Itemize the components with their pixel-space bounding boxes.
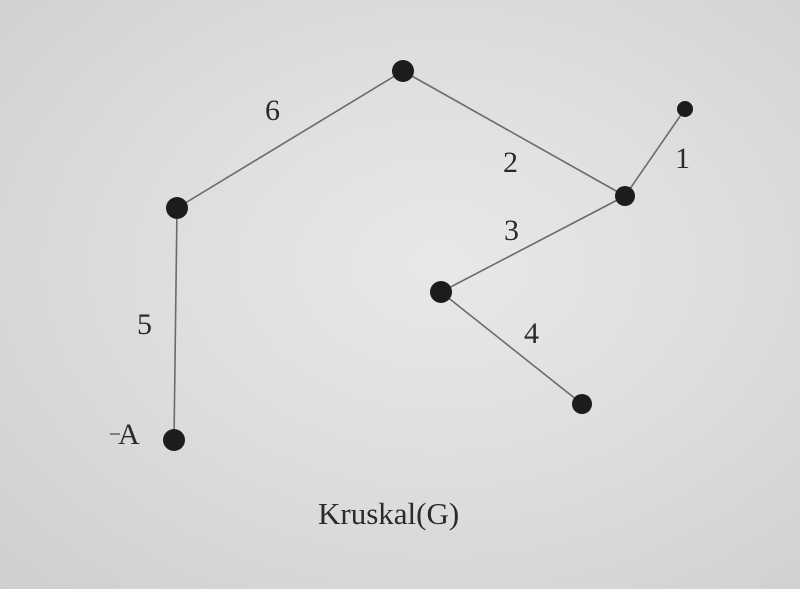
edge-weight-3 — [440, 195, 626, 293]
edge-label-4: 4 — [524, 317, 539, 350]
node-top — [392, 60, 414, 82]
node-left — [166, 197, 188, 219]
edge-label-6: 6 — [265, 94, 280, 127]
edge-weight-4 — [440, 291, 583, 405]
edge-weight-6 — [176, 70, 404, 209]
edge-label-3: 3 — [504, 214, 519, 247]
edge-label-2: 2 — [503, 146, 518, 179]
node-bottom-right — [572, 394, 592, 414]
edge-weight-5 — [173, 207, 178, 441]
node-right-hub — [615, 186, 635, 206]
node-a — [163, 429, 185, 451]
start-node-label: A — [118, 418, 140, 451]
edge-label-1: 1 — [675, 142, 690, 175]
node-far-right — [677, 101, 693, 117]
edge-label-5: 5 — [137, 308, 152, 341]
edge-weight-1 — [624, 108, 686, 197]
node-middle — [430, 281, 452, 303]
figure-caption: Kruskal(G) — [318, 496, 460, 531]
edge-weight-2 — [402, 70, 626, 197]
